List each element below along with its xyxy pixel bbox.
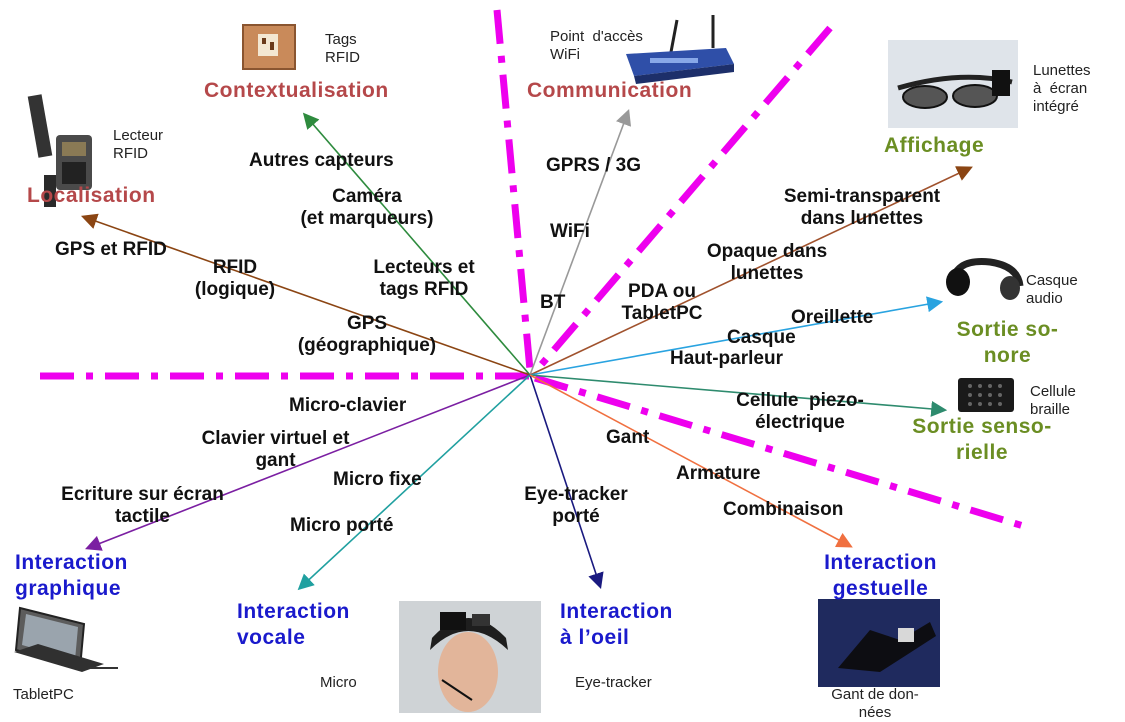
category-affichage: Affichage [884, 134, 985, 157]
label-micro-fixe: Micro fixe [333, 469, 422, 490]
caption-point-acces-wifi: Point d'accès WiFi [550, 28, 643, 63]
label-micro-porte: Micro porté [290, 515, 394, 536]
caption-cellule-braille: Cellule braille [1030, 383, 1076, 418]
divider-top [493, 9, 534, 371]
label-wifi: WiFi [550, 221, 590, 242]
caption-eye-tracker: Eye-tracker [575, 674, 652, 691]
arrow-contextualisation [302, 112, 531, 376]
label-autres-capteurs: Autres capteurs [249, 150, 394, 171]
arrow-sortie-sensorielle [529, 374, 948, 417]
category-sortie-sensorielle: Sortie senso- rielle [912, 415, 1052, 464]
label-armature: Armature [676, 463, 761, 484]
label-ecriture-tactile: Ecriture sur écran tactile [61, 484, 224, 527]
category-interaction-vocale: Interaction vocale [237, 600, 350, 649]
arrow-communication [529, 109, 632, 376]
label-camera: Caméra (et marqueurs) [300, 186, 434, 229]
label-cellule-piezo: Cellule piezo- électrique [736, 390, 864, 433]
divider-topright [532, 25, 833, 375]
divider-lines [40, 9, 1032, 532]
tablet-pc-icon [14, 606, 118, 672]
arrow-localisation [80, 213, 531, 376]
label-combinaison: Combinaison [723, 499, 844, 520]
category-localisation: Localisation [27, 184, 156, 207]
caption-tabletpc: TabletPC [13, 686, 74, 703]
label-micro-clavier: Micro-clavier [289, 395, 407, 416]
arrow-affichage [529, 166, 973, 376]
category-interaction-oeil: Interaction à l’oeil [560, 600, 673, 649]
category-communication: Communication [527, 79, 693, 102]
head-mounted-tracker-photo [399, 601, 541, 713]
arrow-interaction-vocale [297, 374, 531, 591]
label-bt: BT [540, 292, 566, 313]
caption-lecteur-rfid: Lecteur RFID [113, 127, 164, 162]
caption-gant-donnees: Gant de don- nées [831, 686, 919, 721]
rfid-reader-icon [27, 94, 92, 207]
category-contextualisation: Contextualisation [204, 79, 389, 102]
category-interaction-graphique: Interaction graphique [15, 551, 128, 600]
braille-cell-icon [958, 378, 1014, 412]
arrow-interaction-graphique [85, 374, 531, 551]
label-haut-parleur: Haut-parleur [670, 348, 783, 369]
headset-icon [946, 258, 1024, 300]
label-gant: Gant [606, 427, 650, 448]
arrow-interaction-oeil [529, 374, 604, 590]
label-casque: Casque [727, 327, 796, 348]
label-gps-rfid: GPS et RFID [55, 239, 167, 260]
arrow-interaction-gestuelle [529, 374, 853, 548]
label-lecteurs-tags: Lecteurs et tags RFID [373, 257, 475, 300]
data-glove-photo [818, 599, 940, 687]
arrow-sortie-sonore [529, 296, 944, 376]
rfid-tag-icon [242, 24, 296, 70]
label-gps-geographique: GPS (géographique) [297, 313, 437, 356]
label-oreillette: Oreillette [791, 307, 874, 328]
wifi-access-point-icon [626, 15, 734, 84]
caption-micro: Micro [320, 674, 357, 691]
category-sortie-sonore: Sortie so- nore [956, 318, 1059, 367]
caption-lunettes: Lunettes à écran intégré [1033, 62, 1091, 115]
label-eye-tracker-porte: Eye-tracker porté [524, 484, 628, 527]
label-opaque: Opaque dans lunettes [706, 241, 828, 284]
label-pda-tabletpc: PDA ou TabletPC [621, 281, 703, 324]
divider-bottomright [533, 374, 1032, 532]
category-interaction-gestuelle: Interaction gestuelle [824, 551, 937, 600]
label-rfid-logique: RFID (logique) [194, 257, 276, 300]
label-gprs-3g: GPRS / 3G [546, 155, 642, 176]
label-clavier-virtuel: Clavier virtuel et gant [201, 428, 350, 471]
display-glasses-icon [888, 40, 1018, 128]
label-semi-transparent: Semi-transparent dans lunettes [783, 186, 941, 229]
caption-casque-audio: Casque audio [1026, 272, 1078, 307]
caption-tags-rfid: Tags RFID [325, 31, 360, 66]
